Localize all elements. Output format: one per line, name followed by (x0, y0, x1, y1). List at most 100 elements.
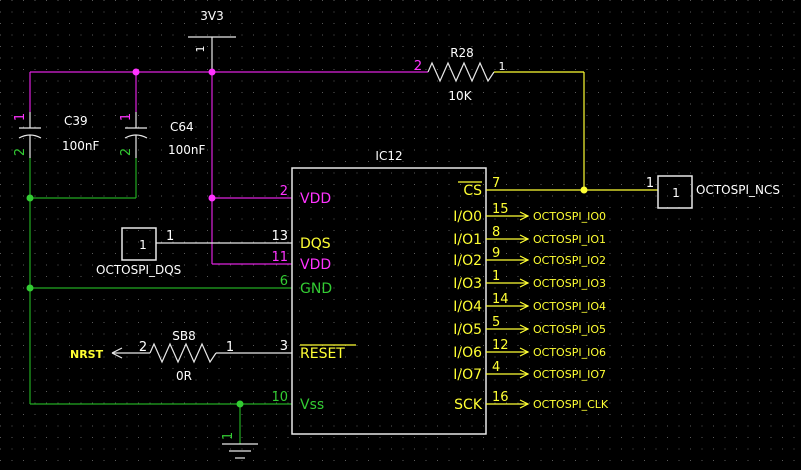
power-net-label: 3V3 (200, 9, 223, 23)
ic12-pin-vdd-2[interactable]: 2 VDD (280, 184, 331, 207)
pin-name: SCK (454, 397, 483, 413)
r28-pin-b: 1 (499, 60, 506, 73)
net-arrow-icon (519, 369, 530, 379)
c64-pin-bottom: 2 (119, 148, 134, 156)
sb8-value: 0R (176, 369, 192, 383)
pin-name: Vss (300, 397, 324, 413)
pin-number: 5 (492, 315, 500, 330)
pin-name: I/O4 (453, 299, 482, 315)
pin-name: VDD (300, 191, 331, 207)
net-label: OCTOSPI_IO0 (533, 210, 606, 223)
net-label: OCTOSPI_CLK (533, 398, 609, 411)
r28-pin-a: 2 (414, 59, 422, 74)
r28-ref: R28 (450, 46, 474, 60)
pin-number: 12 (492, 338, 509, 353)
pin-number: 10 (271, 390, 288, 405)
ground-net (26, 158, 292, 444)
sb8-pin-b: 1 (226, 340, 234, 355)
resistor-r28[interactable]: R28 10K 2 1 (414, 46, 585, 190)
net-arrow-icon (519, 399, 530, 409)
vdd-net (29, 68, 428, 265)
ic12-body (291, 167, 487, 435)
ic12-pin-vdd-11[interactable]: 11 VDD (271, 250, 331, 273)
pin-number: 13 (271, 229, 288, 244)
pin-name: I/O5 (453, 322, 482, 338)
pin-name: I/O3 (453, 276, 482, 292)
net-label: OCTOSPI_IO4 (533, 300, 606, 313)
net-label: OCTOSPI_IO5 (533, 323, 606, 336)
pin-number: 2 (280, 184, 288, 199)
ic12-pin-cs-7[interactable]: CS 7 (458, 176, 500, 199)
junction-dot (208, 68, 216, 76)
pin-number: 7 (492, 176, 500, 191)
power-3v3[interactable]: 3V3 1 (188, 9, 236, 72)
c39-ref: C39 (64, 114, 88, 128)
junction-dot (26, 194, 34, 202)
junction-dot (208, 194, 216, 202)
net-label: OCTOSPI_IO1 (533, 233, 606, 246)
pin-name: I/O1 (453, 232, 482, 248)
pin-number: 4 (492, 360, 500, 375)
pin-name: VDD (300, 257, 331, 273)
pin-number: 1 (492, 269, 500, 284)
c39-pin-top: 1 (13, 113, 28, 121)
junction-dot (26, 284, 34, 292)
pin-number: 11 (271, 250, 288, 265)
ground-symbol[interactable]: 1 (221, 432, 258, 459)
c64-pin-top: 1 (119, 113, 134, 121)
pin-number: 15 (492, 202, 509, 217)
ncs-port-pin: 1 (646, 176, 654, 191)
ic12-pin-vss-10[interactable]: 10 Vss (271, 390, 324, 413)
c39-value: 100nF (62, 139, 100, 153)
port-octospi-dqs[interactable]: 1 1 OCTOSPI_DQS (96, 227, 292, 277)
c64-ref: C64 (170, 120, 194, 134)
pin-name: I/O6 (453, 345, 482, 361)
ic12-pin-dqs-13[interactable]: 13 DQS (271, 229, 330, 252)
solder-bridge-sb8[interactable]: SB8 0R 2 1 NRST (70, 329, 292, 383)
dqs-port-num: 1 (139, 238, 147, 252)
sb8-ref: SB8 (172, 329, 195, 343)
capacitor-c39[interactable]: 1 2 C39 100nF (13, 112, 100, 158)
junction-dot (580, 186, 588, 194)
nrst-net-label: NRST (70, 348, 104, 361)
capacitor-c64[interactable]: 1 2 C64 100nF (119, 112, 206, 158)
pin-number: 14 (492, 292, 509, 307)
junction-dot (132, 68, 140, 76)
r28-value: 10K (448, 89, 472, 103)
net-arrow-icon (519, 324, 530, 334)
dqs-port-pin: 1 (166, 229, 174, 244)
pin-name: DQS (300, 236, 331, 252)
port-octospi-ncs[interactable]: 1 1 OCTOSPI_NCS (486, 175, 780, 209)
c39-pin-bottom: 2 (13, 148, 28, 156)
pin-name: I/O2 (453, 253, 482, 269)
pin-number: 16 (492, 390, 509, 405)
ground-pin-number: 1 (221, 432, 236, 440)
net-label: OCTOSPI_IO2 (533, 254, 606, 267)
pin-name: CS (463, 183, 482, 199)
ic12[interactable]: IC12 (291, 149, 487, 435)
pin-number: 3 (280, 339, 288, 354)
net-label: OCTOSPI_IO7 (533, 368, 606, 381)
sb8-pin-a: 2 (139, 340, 147, 355)
pin-number: 9 (492, 246, 500, 261)
pin-name: GND (300, 281, 332, 297)
ncs-port-net: OCTOSPI_NCS (696, 183, 780, 197)
net-arrow-icon (519, 301, 530, 311)
net-arrow-icon (519, 278, 530, 288)
pin-name: I/O0 (453, 209, 482, 225)
net-arrow-icon (519, 211, 530, 221)
